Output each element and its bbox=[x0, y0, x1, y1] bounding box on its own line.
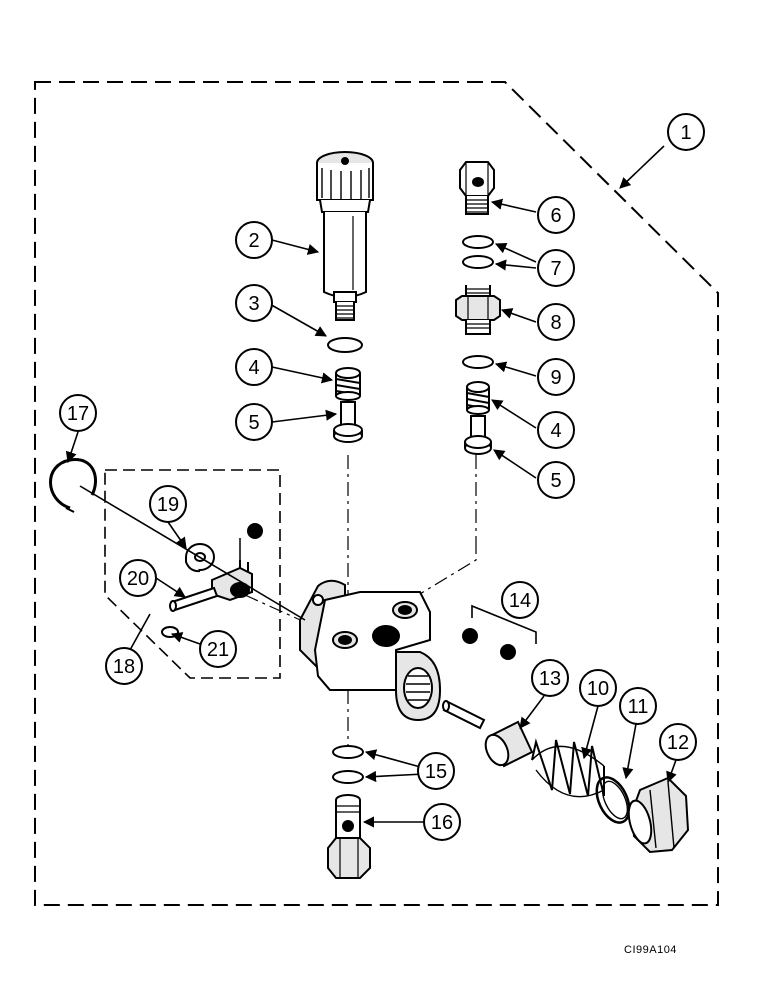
washer-7a-part bbox=[462, 235, 494, 249]
plunger-rod-part bbox=[442, 700, 486, 730]
callout-circle bbox=[149, 485, 187, 523]
callout-circle bbox=[235, 284, 273, 322]
callout-label: 16 bbox=[431, 812, 453, 834]
valve-5-left-part bbox=[333, 401, 363, 443]
callout-circle bbox=[423, 803, 461, 841]
callout-label: 21 bbox=[207, 639, 229, 661]
callout-circle bbox=[537, 249, 575, 287]
snap-ring-17-part bbox=[49, 458, 97, 510]
callout-circle bbox=[59, 394, 97, 432]
callout-label: 6 bbox=[550, 205, 561, 227]
callout-label: 5 bbox=[248, 412, 259, 434]
gasket-9-part bbox=[462, 355, 494, 369]
callout-label: 4 bbox=[550, 420, 561, 442]
callout-label: 9 bbox=[550, 367, 561, 389]
callout-circle bbox=[235, 348, 273, 386]
spring-4-right-part bbox=[466, 381, 490, 415]
callout-circle bbox=[667, 113, 705, 151]
callout-label: 12 bbox=[667, 732, 689, 754]
figure-code: CI99A104 bbox=[624, 944, 677, 956]
spring-10-part bbox=[531, 738, 605, 798]
callout-circle bbox=[537, 358, 575, 396]
callout-circle bbox=[537, 303, 575, 341]
callout-circle bbox=[235, 403, 273, 441]
callout-circle bbox=[531, 659, 569, 697]
callout-markers bbox=[59, 113, 705, 841]
subassembly-18-boundary bbox=[104, 469, 281, 679]
callout-circle bbox=[579, 669, 617, 707]
callout-label: 5 bbox=[550, 470, 561, 492]
callout-circle bbox=[119, 559, 157, 597]
callout-label: 19 bbox=[157, 494, 179, 516]
callout-circle bbox=[199, 630, 237, 668]
callout-circle bbox=[235, 221, 273, 259]
note-dot-body bbox=[462, 628, 478, 644]
seal-ring-11-part bbox=[595, 776, 631, 824]
pump-body-part bbox=[299, 579, 442, 722]
note-dot-14 bbox=[500, 644, 516, 660]
piston-13-part bbox=[484, 720, 534, 768]
callout-label: 20 bbox=[127, 568, 149, 590]
leader-lines bbox=[65, 145, 677, 828]
note-dot-18 bbox=[247, 523, 263, 539]
callout-label: 1 bbox=[680, 122, 691, 144]
bracket-14 bbox=[471, 604, 537, 644]
pin-20-part bbox=[169, 586, 219, 612]
callout-label: 17 bbox=[67, 403, 89, 425]
washer-15b-part bbox=[332, 770, 364, 784]
callout-label: 10 bbox=[587, 678, 609, 700]
callout-label: 13 bbox=[539, 668, 561, 690]
callout-circle bbox=[537, 196, 575, 234]
valve-5-right-part bbox=[464, 415, 492, 455]
callout-circle bbox=[501, 581, 539, 619]
cap-12-part bbox=[627, 776, 690, 854]
callout-circle bbox=[659, 723, 697, 761]
callout-label: 11 bbox=[628, 696, 649, 718]
callout-circle bbox=[537, 461, 575, 499]
kit-boundary-outline bbox=[34, 81, 719, 906]
callout-label: 15 bbox=[425, 761, 447, 783]
callout-label: 14 bbox=[509, 590, 531, 612]
washer-15a-part bbox=[332, 745, 364, 759]
spring-4-left-part bbox=[335, 367, 361, 401]
callout-label: 4 bbox=[248, 357, 259, 379]
callout-labels: 1 2 3 4 5 6 7 8 9 4 5 17 19 20 21 18 14 … bbox=[67, 122, 692, 834]
washer-7b-part bbox=[462, 255, 494, 269]
callout-label: 7 bbox=[550, 258, 561, 280]
tappet-part bbox=[211, 538, 253, 602]
callout-circle bbox=[417, 752, 455, 790]
hand-primer-pump-part bbox=[316, 151, 374, 321]
fitting-8-part bbox=[455, 285, 501, 335]
callout-label: 18 bbox=[113, 656, 135, 678]
callout-label: 8 bbox=[550, 312, 561, 334]
banjo-bolt-16-part bbox=[327, 794, 371, 879]
banjo-bolt-6-part bbox=[459, 161, 495, 215]
gasket-3-part bbox=[327, 337, 363, 353]
callout-circle bbox=[619, 687, 657, 725]
callout-circle bbox=[537, 411, 575, 449]
callout-circle bbox=[105, 647, 143, 685]
callout-label: 3 bbox=[248, 293, 259, 315]
callout-label: 2 bbox=[248, 230, 259, 252]
